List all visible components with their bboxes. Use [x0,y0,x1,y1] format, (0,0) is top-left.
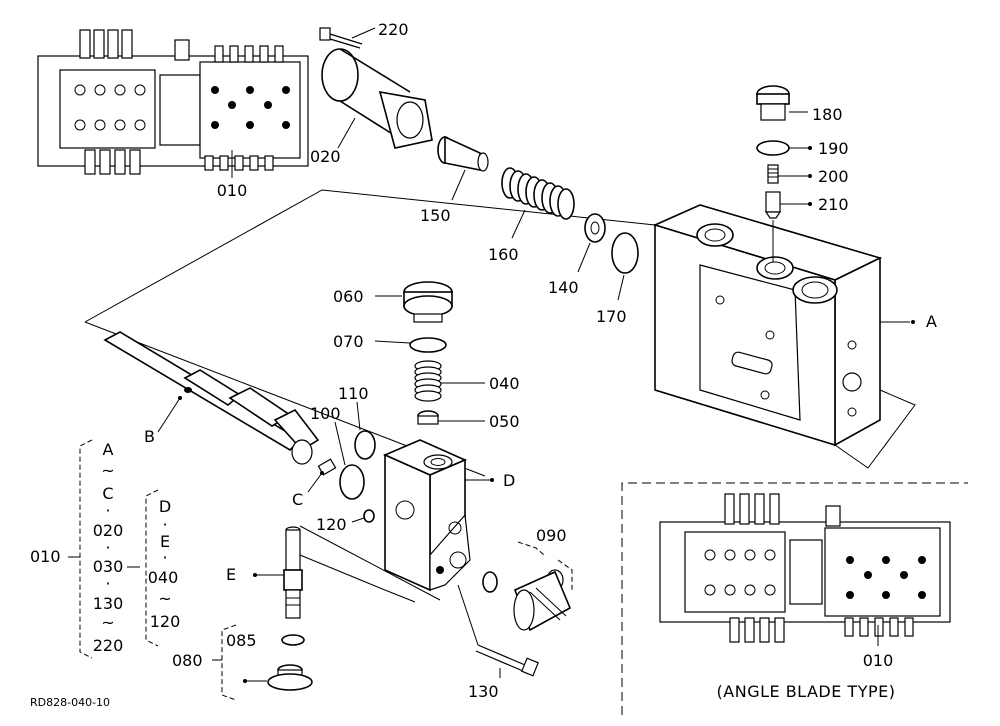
part-085-oring: 085 [226,631,305,650]
label-040: 040 [489,374,520,393]
valve-section-a: A [652,204,937,447]
label-060: 060 [333,287,364,306]
part-120-ring: 120 [316,509,375,534]
valve-bank-thumbnail: 010 [37,29,309,200]
part-b-spool: B [103,331,320,465]
label-a: A [926,312,937,331]
label-140: 140 [548,278,579,297]
label-e: E [226,565,236,584]
legend-col1-3: · [105,501,110,520]
part-100-oring: 100 [310,404,365,500]
label-190: 190 [818,139,849,158]
label-b: B [144,427,155,446]
legend-col1-8: 130 [93,594,124,613]
label-150: 150 [420,206,451,225]
label-160: 160 [488,245,519,264]
thumbnail-top-fittings [79,29,284,63]
label-130: 130 [468,682,499,701]
label-210: 210 [818,195,849,214]
part-070-oring: 070 [333,332,447,353]
thumbnail-label-010: 010 [217,181,248,200]
thumbnail-ports [74,84,290,131]
reference-code: RD828-040-10 [30,696,110,709]
legend-col1-5: · [105,538,110,557]
legend-col1-1: ~ [101,461,114,480]
part-220-bolt: 220 [319,20,409,49]
part-180-plug: 180 [756,85,843,124]
part-140-washer: 140 [548,213,606,297]
part-020-cover: 020 [310,48,433,166]
bracket-080 [212,624,237,701]
part-060-cap: 060 [333,281,453,323]
label-020: 020 [310,147,341,166]
label-100: 100 [310,404,341,423]
thumbnail-bottom-fittings [84,149,274,175]
legend-col2-6: 120 [150,612,181,631]
label-080: 080 [172,651,203,670]
assembly-plane-top-edge [84,189,656,323]
part-190-oring: 190 [756,139,849,158]
label-120: 120 [316,515,347,534]
label-220: 220 [378,20,409,39]
label-d: D [503,471,515,490]
label-090: 090 [536,526,567,545]
part-040-spring: 040 [414,360,520,402]
part-130-bolt: 130 [457,584,539,701]
legend-col1-0: A [103,440,114,459]
part-110-oring: 110 [338,384,376,460]
part-d-housing: D [383,439,515,592]
part-c-screw: C [292,458,337,509]
legend-col2-0: D [159,497,171,516]
part-170-oring: 170 [596,232,639,326]
inset-caption: (ANGLE BLADE TYPE) [717,682,896,701]
legend-col1-10: 220 [93,636,124,655]
legend-main-label: 010 [30,547,61,566]
legend-col1-6: 030 [93,557,124,576]
label-085: 085 [226,631,257,650]
legend-col1-7: · [105,574,110,593]
label-c: C [292,490,303,509]
legend-col2-4: 040 [148,568,179,587]
assembly-plane-right-edge [834,389,916,469]
legend-col1-9: ~ [101,613,114,632]
legend-col2-5: ~ [158,589,171,608]
part-200-spring: 200 [767,164,849,186]
label-070: 070 [333,332,364,351]
part-050-poppet: 050 [417,410,520,431]
label-050: 050 [489,412,520,431]
label-110: 110 [338,384,369,403]
part-e-spool: E [226,526,303,619]
inset-label-010: 010 [863,651,894,670]
part-160-spring: 160 [488,167,575,264]
legend-col2-1: · [162,515,167,534]
label-180: 180 [812,105,843,124]
assembly-legend: 010 A ~ C · 020 · 030 · 130 ~ 220 D · E … [30,439,181,659]
legend-col2-2: E [160,532,170,551]
legend-col1-4: 020 [93,521,124,540]
legend-col2-3: · [162,548,167,567]
part-150-plug: 150 [420,135,489,225]
part-080-plug: 080 [172,651,313,691]
part-210-poppet: 210 [764,191,849,262]
leader-e-axis [299,525,441,601]
angle-blade-inset: 010 (ANGLE BLADE TYPE) [621,482,968,715]
label-200: 200 [818,167,849,186]
leader-d-plane [299,554,416,603]
label-170: 170 [596,307,627,326]
legend-col1-2: C [102,484,113,503]
part-090-fitting: 090 [482,526,573,632]
